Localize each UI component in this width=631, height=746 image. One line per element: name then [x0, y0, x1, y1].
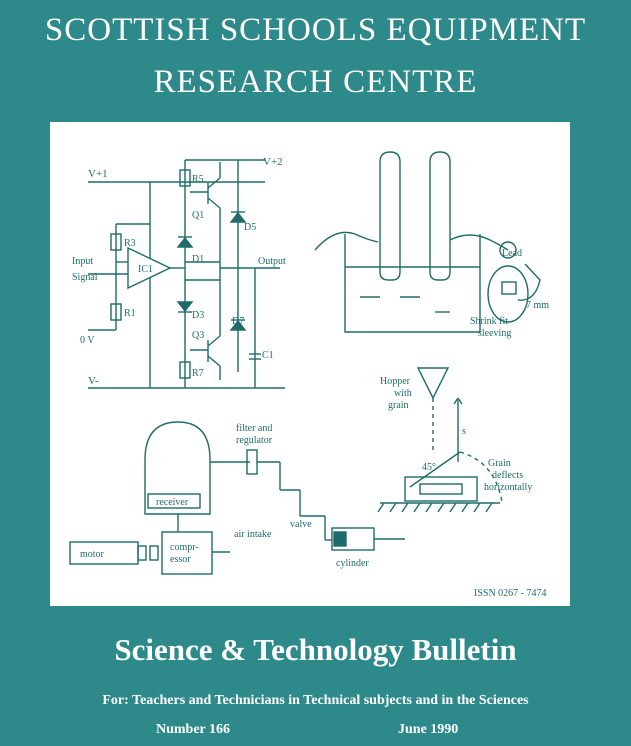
label-valve: valve [290, 519, 312, 530]
label-deflect-line1: Grain [488, 458, 511, 469]
hopper-diagram [377, 367, 503, 513]
label-deflect-line3: horizontally [484, 482, 532, 493]
label-compressor-line2: essor [170, 554, 191, 565]
pneumatic-labels: filter and regulator receiver motor comp… [80, 423, 369, 569]
label-sleeving-line2: sleeving [478, 328, 511, 339]
bulletin-title: Science & Technology Bulletin [114, 632, 517, 667]
label-hopper-line2: with [394, 388, 412, 399]
label-receiver: receiver [156, 497, 189, 508]
label-input-line2: Signal [72, 272, 98, 283]
label-motor: motor [80, 549, 105, 560]
label-compressor-line1: compr- [170, 542, 199, 553]
label-hopper-line1: Hopper [380, 376, 411, 387]
issue-date: June 1990 [398, 722, 459, 737]
label-q1: Q1 [192, 210, 204, 221]
circuit-labels: V+1 V+2 V- Input Signal 0 V Output R1 R3… [72, 156, 286, 387]
label-d3: D3 [192, 310, 204, 321]
pneumatic-diagram [69, 421, 405, 575]
label-filter-line2: regulator [236, 435, 273, 446]
label-ic1: IC1 [138, 264, 153, 275]
label-v-minus: V- [88, 375, 99, 387]
label-c1: C1 [262, 350, 274, 361]
label-deflect-line2: deflects [492, 470, 523, 481]
organisation-title-line1: SCOTTISH SCHOOLS EQUIPMENT [44, 12, 587, 48]
label-cylinder: cylinder [336, 558, 369, 569]
label-d5: D5 [244, 222, 256, 233]
organisation-title: SCOTTISH SCHOOLS EQUIPMENT RESEARCH CENT… [0, 4, 631, 108]
label-size: 7 mm [526, 300, 549, 311]
circuit-diagram [88, 159, 285, 389]
label-v-plus2: V+2 [263, 156, 283, 168]
label-r3: R3 [124, 238, 136, 249]
label-output: Output [258, 256, 286, 267]
organisation-title-line2: RESEARCH CENTRE [153, 64, 478, 100]
thermometer-diagram [314, 151, 541, 333]
label-r7: R7 [192, 368, 204, 379]
label-input-line1: Input [72, 256, 93, 267]
label-angle: 45° [422, 462, 436, 473]
illustration-panel: V+1 V+2 V- Input Signal 0 V Output R1 R3… [50, 122, 570, 606]
label-zero-v: 0 V [80, 335, 95, 346]
label-lead: Lead [502, 248, 522, 259]
audience-line: For: Teachers and Technicians in Technic… [102, 693, 529, 708]
label-r5: R5 [192, 174, 204, 185]
thermometer-labels: Lead 7 mm Shrink fit sleeving [470, 248, 549, 339]
label-d7: D7 [232, 316, 244, 327]
label-filter-line1: filter and [236, 423, 272, 434]
label-distance: s [462, 426, 466, 437]
label-v-plus1: V+1 [88, 168, 108, 180]
issue-number: Number 166 [156, 722, 231, 737]
label-q3: Q3 [192, 330, 204, 341]
illustrations-svg: V+1 V+2 V- Input Signal 0 V Output R1 R3… [69, 151, 549, 599]
label-d1: D1 [192, 254, 204, 265]
label-r1: R1 [124, 308, 136, 319]
label-hopper-line3: grain [388, 400, 409, 411]
issn: ISSN 0267 - 7474 [474, 588, 547, 599]
label-air-intake: air intake [234, 529, 272, 540]
label-sleeving-line1: Shrink fit [470, 316, 508, 327]
hopper-labels: Hopper with grain s 45° Grain deflects h… [380, 376, 532, 493]
